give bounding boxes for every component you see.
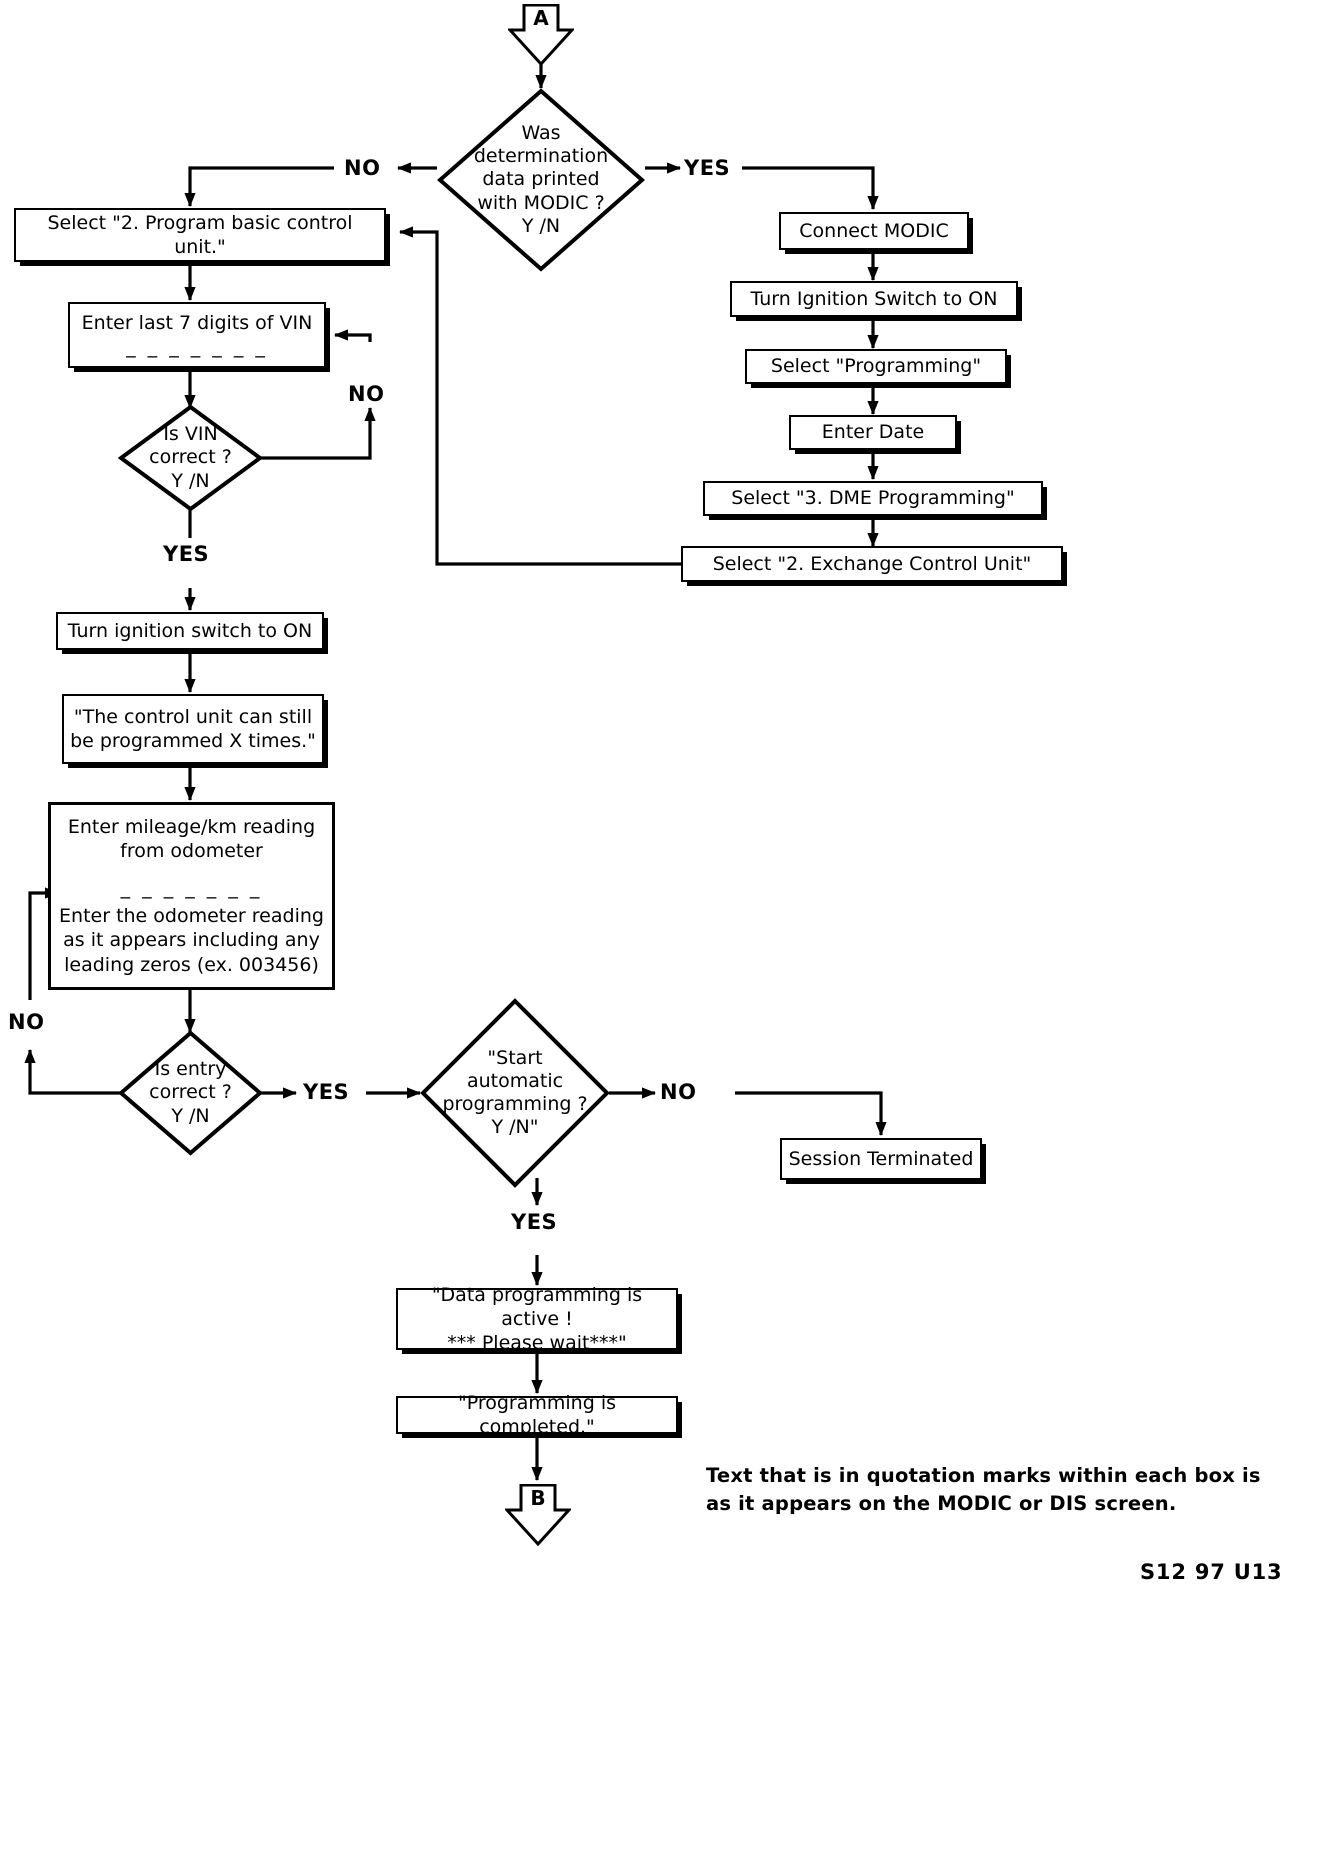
process-enter-date-label: Enter Date [821, 421, 925, 444]
connector-a: A [506, 3, 576, 67]
process-ignition-right-label: Turn Ignition Switch to ON [750, 287, 998, 310]
decision-modic-line2: determination [473, 145, 609, 168]
decision-modic-line5: Y /N [521, 214, 561, 237]
process-mileage-line6: leading zeros (ex. 003456) [64, 953, 319, 976]
process-select-exchange-control-unit: Select "2. Exchange Control Unit" [681, 546, 1063, 582]
process-turn-ignition-switch-on-left: Turn ignition switch to ON [56, 612, 324, 650]
decision-autoprog-line3: programming ? [442, 1093, 588, 1115]
connector-b: B [503, 1483, 573, 1547]
process-connect-modic: Connect MODIC [779, 212, 969, 250]
process-connect-modic-label: Connect MODIC [799, 219, 949, 242]
decision-entry-line2: correct ? [149, 1081, 232, 1104]
process-mileage-line4: Enter the odometer reading [59, 905, 324, 927]
decision-entry-text: Is entry correct ? Y /N [118, 1058, 263, 1128]
decision-entry-line3: Y /N [171, 1104, 210, 1127]
decision-modic-line1: Was [521, 122, 561, 145]
process-enter-vin: Enter last 7 digits of VIN _ _ _ _ _ _ _ [68, 302, 326, 368]
process-programming-completed: "Programming is completed." [396, 1392, 678, 1438]
process-session-terminated: Session Terminated [780, 1138, 982, 1180]
decision-modic-line4: with MODIC ? [477, 191, 605, 214]
decision-vin-correct: Is VIN correct ? Y /N [118, 404, 263, 512]
decision-entry-correct: Is entry correct ? Y /N [118, 1030, 263, 1156]
process-select-dme-programming: Select "3. DME Programming" [703, 481, 1043, 516]
connector-b-label: B [530, 1486, 546, 1510]
process-select-exchange-label: Select "2. Exchange Control Unit" [712, 552, 1032, 575]
diamond-shape [437, 88, 645, 272]
process-select-programming: Select "Programming" [745, 349, 1007, 384]
edge-label-vin-no: NO [348, 382, 385, 406]
edge-label-vin-yes: YES [163, 542, 210, 566]
process-data-active-line2: *** Please wait***" [447, 1332, 627, 1355]
process-session-terminated-label: Session Terminated [788, 1147, 974, 1170]
decision-vin-line3: Y /N [171, 469, 210, 492]
decision-start-automatic-programming: "Start automatic programming ? Y /N" [420, 998, 610, 1188]
process-mileage-line1: Enter mileage/km reading [67, 816, 316, 839]
footnote-text: Text that is in quotation marks within e… [706, 1464, 1261, 1516]
decision-vin-line2: correct ? [149, 446, 232, 469]
process-mileage-blank: _ _ _ _ _ _ _ [120, 876, 263, 899]
decision-autoprog-line2: automatic [466, 1069, 564, 1092]
process-enter-vin-line1: Enter last 7 digits of VIN [81, 311, 313, 334]
process-select-dme-label: Select "3. DME Programming" [731, 487, 1015, 510]
process-ignition-left-label: Turn ignition switch to ON [67, 619, 313, 642]
diamond-shape [420, 998, 610, 1188]
decision-vin-line1: Is VIN [163, 423, 218, 446]
process-control-unit-x-times: "The control unit can still be programme… [62, 694, 324, 764]
process-enter-mileage: Enter mileage/km reading from odometer _… [48, 802, 335, 990]
process-data-programming-active: "Data programming is active ! *** Please… [396, 1284, 678, 1354]
decision-modic-printed: Was determination data printed with MODI… [437, 88, 645, 272]
process-programming-completed-label: "Programming is completed." [457, 1391, 616, 1438]
decision-vin-text: Is VIN correct ? Y /N [118, 423, 263, 493]
process-select-program-basic-control-unit: Select "2. Program basic control unit." [14, 208, 386, 262]
diamond-shape [118, 1030, 263, 1156]
edge-label-auto-no: NO [660, 1080, 697, 1104]
arrow-connector-shape [503, 1483, 573, 1547]
edge-label-entry-yes: YES [303, 1080, 350, 1104]
process-turn-ignition-switch-on-right: Turn Ignition Switch to ON [730, 281, 1018, 317]
edge-label-entry-no: NO [8, 1010, 45, 1034]
decision-autoprog-line4: Y /N" [491, 1116, 539, 1139]
process-mileage-line2: from odometer [120, 840, 263, 863]
process-select-programming-label: Select "Programming" [770, 355, 982, 378]
process-mileage-line5: as it appears including any [63, 929, 320, 952]
decision-autoprog-text: "Start automatic programming ? Y /N" [420, 1047, 610, 1140]
edge-label-modic-no: NO [344, 156, 381, 180]
process-select2-label: Select "2. Program basic control unit." [47, 211, 353, 258]
decision-entry-line1: Is entry [154, 1058, 227, 1081]
process-x-times-line2: be programmed X times." [70, 730, 316, 752]
connector-a-label: A [533, 6, 549, 30]
process-enter-date: Enter Date [789, 415, 957, 450]
diamond-shape [118, 404, 263, 512]
process-enter-vin-blank: _ _ _ _ _ _ _ [126, 336, 268, 358]
arrow-connector-shape [506, 3, 576, 67]
decision-modic-line3: data printed [482, 168, 600, 191]
process-data-active-line1: "Data programming is active ! [431, 1283, 643, 1330]
edge-label-auto-yes: YES [511, 1210, 558, 1234]
decision-modic-text: Was determination data printed with MODI… [437, 122, 645, 238]
process-x-times-line1: "The control unit can still [73, 705, 313, 728]
edge-label-modic-yes: YES [684, 156, 731, 180]
figure-caption: S12 97 U13 [1140, 1560, 1283, 1584]
decision-autoprog-line1: "Start [487, 1046, 543, 1069]
